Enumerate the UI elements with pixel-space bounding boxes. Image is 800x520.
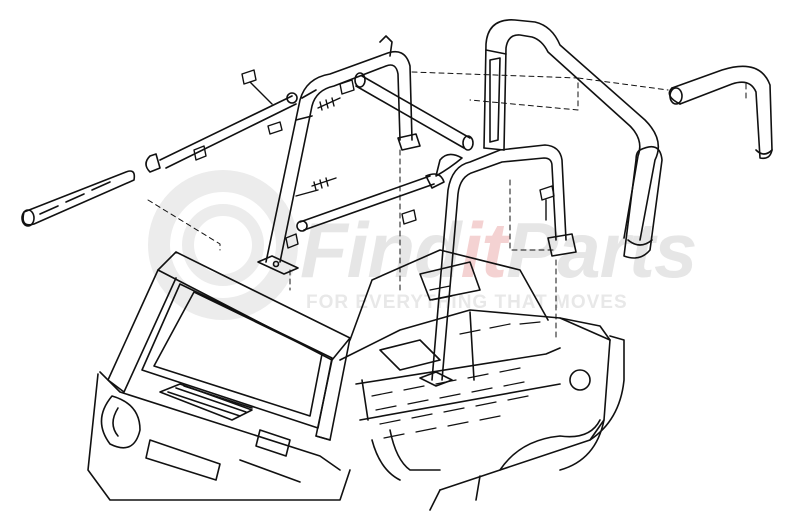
watermark-tagline: FOR EVERYTHING THAT MOVES bbox=[306, 292, 628, 313]
fasteners bbox=[193, 69, 555, 249]
watermark-brand-tail: Parts bbox=[506, 206, 697, 294]
slotted-tube bbox=[21, 170, 136, 227]
rear-side-bar bbox=[419, 144, 577, 387]
center-hoop-bar bbox=[257, 35, 421, 275]
callout-lines bbox=[147, 71, 747, 341]
body-tub bbox=[339, 249, 611, 511]
cowl-dash bbox=[87, 371, 351, 501]
watermark-brand-accent: it bbox=[460, 206, 508, 294]
watermark-brand: FinditParts bbox=[300, 205, 697, 296]
watermark-brand-main: Find bbox=[300, 206, 462, 294]
crossbar-diagonal-upper bbox=[354, 72, 474, 151]
crossbar-long bbox=[145, 92, 298, 173]
rear-hoop-bar bbox=[483, 19, 660, 241]
rear-fender bbox=[559, 335, 625, 471]
windshield-frame bbox=[107, 251, 351, 441]
crossbar-lower bbox=[296, 173, 445, 232]
loose-padded-tube bbox=[668, 65, 773, 160]
floor-ribs bbox=[371, 285, 541, 439]
hoop-padding-sleeve bbox=[623, 145, 663, 259]
